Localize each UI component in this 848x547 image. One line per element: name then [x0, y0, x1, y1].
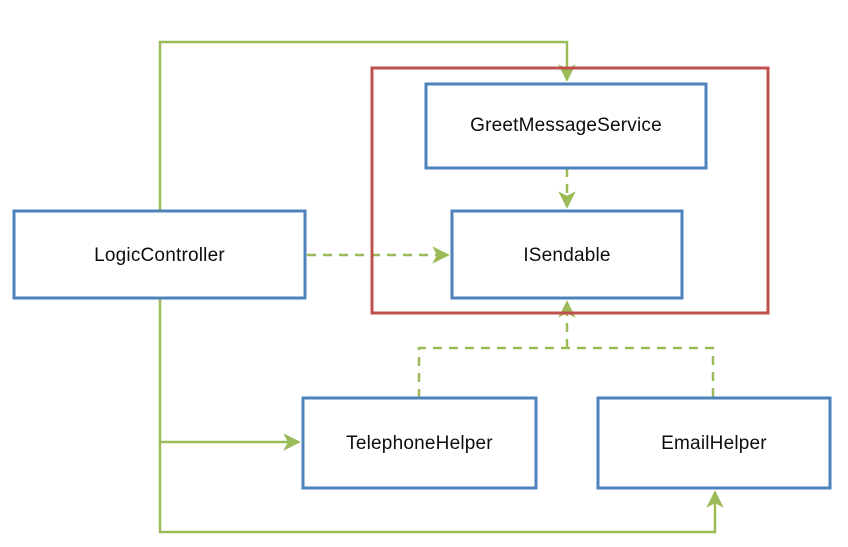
node-label: GreetMessageService: [470, 115, 662, 136]
connector-helpers-to-isendable: [417, 300, 715, 398]
node-border: [301, 396, 538, 490]
connector-logic-controller-to-greet-message-service: [158, 40, 576, 211]
node-border: [450, 209, 684, 300]
group-service-group: [370, 66, 770, 315]
node-telephone-helper[interactable]: TelephoneHelper: [301, 396, 538, 490]
connector-line: [158, 442, 724, 534]
node-isendable[interactable]: ISendable: [450, 209, 684, 300]
node-logic-controller[interactable]: LogicController: [12, 209, 307, 300]
connector-line: [158, 298, 301, 451]
connector-logic-controller-to-email-helper: [158, 442, 724, 534]
node-label: TelephoneHelper: [346, 433, 493, 454]
node-border: [596, 396, 832, 490]
connector-logic-controller-to-telephone-helper: [158, 298, 301, 451]
node-border: [424, 82, 708, 170]
connector-branch-line: [417, 346, 715, 398]
node-label: ISendable: [523, 245, 610, 266]
node-label: EmailHelper: [661, 433, 767, 454]
node-email-helper[interactable]: EmailHelper: [596, 396, 832, 490]
connector-line: [158, 40, 576, 211]
node-border: [12, 209, 307, 300]
node-label: LogicController: [94, 245, 225, 266]
node-greet-message-service[interactable]: GreetMessageService: [424, 82, 708, 170]
group-border: [370, 66, 770, 315]
